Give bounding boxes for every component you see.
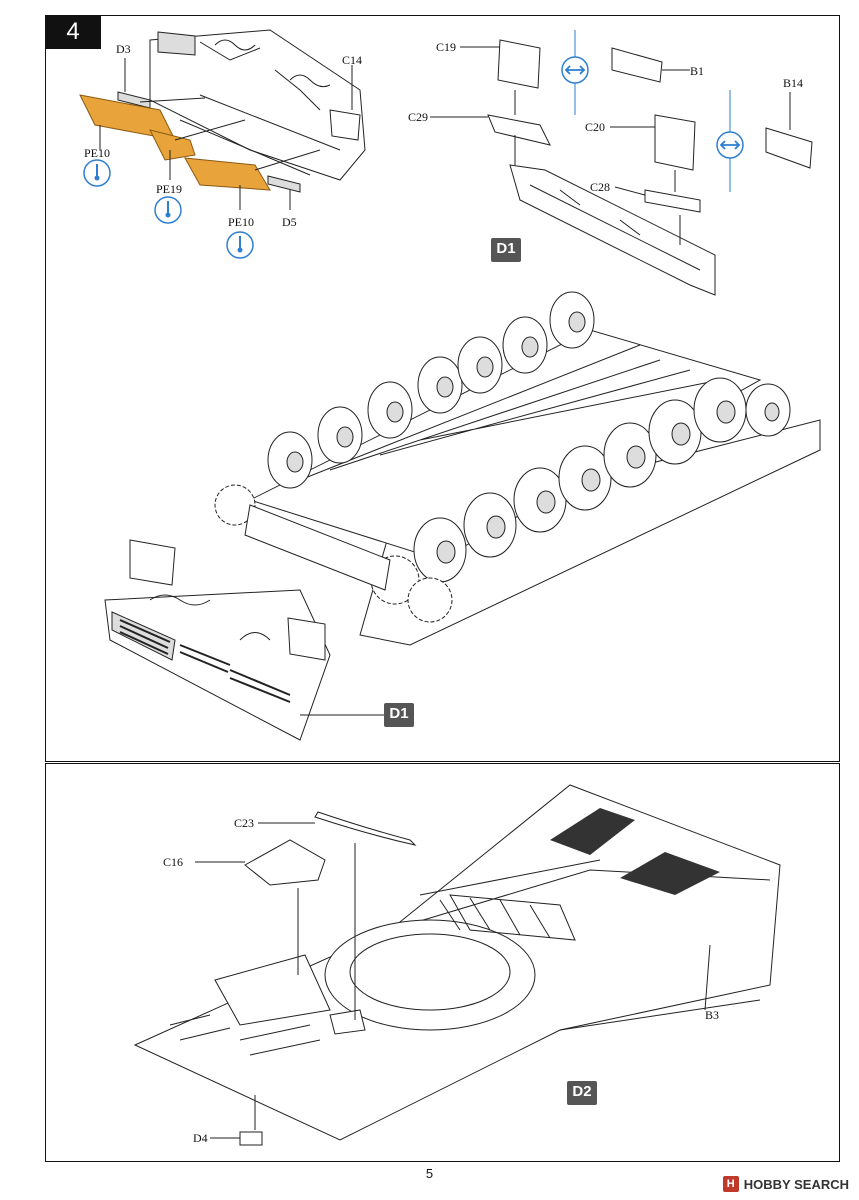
- part-c19: [497, 39, 541, 89]
- part-c23: [314, 811, 417, 846]
- label-c19: C19: [436, 40, 457, 54]
- part-d4: [239, 1131, 263, 1146]
- label-b3: B3: [705, 1008, 720, 1022]
- part-c29: [487, 114, 551, 146]
- label-d3: D3: [116, 42, 131, 56]
- label-c14: C14: [342, 53, 363, 67]
- label-c23: C23: [234, 816, 255, 830]
- label-c16: C16: [163, 855, 184, 869]
- photo-etch-pe19: [149, 129, 196, 161]
- lower-hull-assembly: [214, 291, 821, 646]
- label-c20: C20: [585, 120, 606, 134]
- hobby-search-logo-icon: H: [722, 1176, 739, 1192]
- fender-d1-top: [509, 164, 716, 296]
- part-c20: [654, 114, 696, 171]
- label-b1: B1: [690, 64, 705, 78]
- photo-etch-pe10-b: [184, 157, 271, 191]
- step-number: 4: [45, 15, 101, 49]
- tag-d2: D2: [567, 1081, 597, 1105]
- label-c29: C29: [408, 110, 429, 124]
- rear-plate-c14: [149, 29, 366, 181]
- label-pe19: PE19: [156, 182, 183, 196]
- upper-hull-b3: [133, 784, 781, 1141]
- label-d5: D5: [282, 215, 297, 229]
- label-d4: D4: [193, 1131, 208, 1145]
- watermark-text: HOBBY SEARCH: [743, 1176, 849, 1192]
- alternative-icon-group: [561, 30, 744, 192]
- part-d5: [267, 175, 301, 193]
- label-c28: C28: [590, 180, 611, 194]
- label-pe10-b: PE10: [228, 215, 255, 229]
- label-b14: B14: [783, 76, 804, 90]
- label-pe10-a: PE10: [84, 146, 111, 160]
- page-number: 5: [425, 1166, 434, 1181]
- part-c28: [644, 189, 701, 213]
- glue-icon-group: [83, 159, 254, 259]
- tag-d1-top: D1: [491, 238, 521, 262]
- part-b14: [765, 127, 813, 169]
- rear-plate-d1-bottom: [104, 539, 385, 741]
- part-b1: [611, 47, 663, 83]
- part-c16: [244, 839, 326, 886]
- tag-d1-bottom: D1: [384, 703, 414, 727]
- watermark: H HOBBY SEARCH: [722, 1176, 849, 1192]
